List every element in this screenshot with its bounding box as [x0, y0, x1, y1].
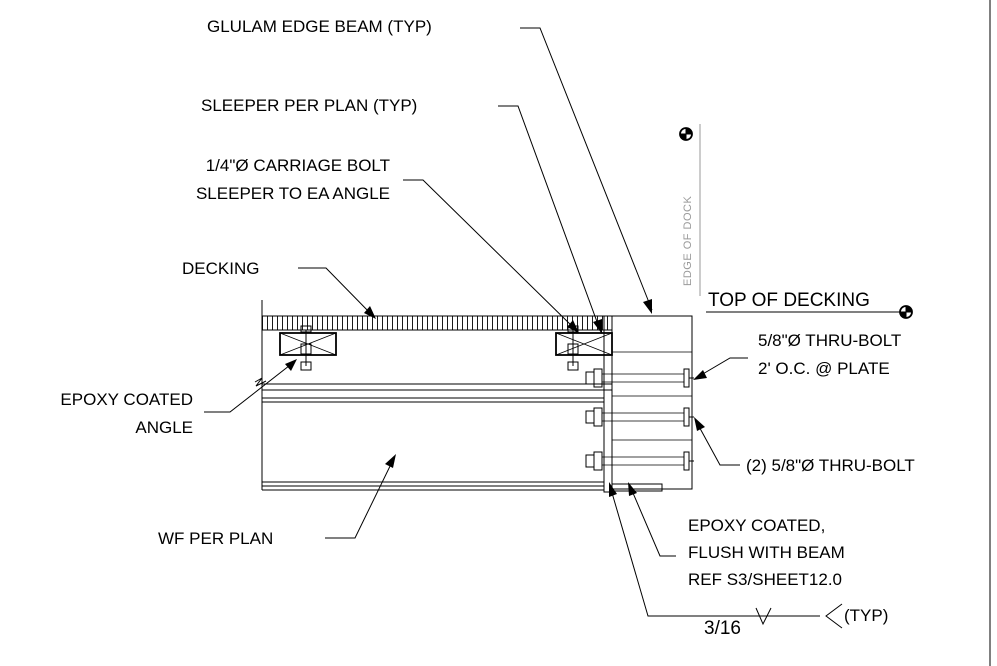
leader-thru-bolt-upper — [695, 357, 748, 379]
thru-bolt-pair-label: (2) 5/8"Ø THRU-BOLT — [746, 456, 915, 475]
weld-tail-icon — [825, 603, 843, 629]
arrowhead-icon — [364, 306, 376, 319]
edge-of-dock-label: EDGE OF DOCK — [682, 195, 694, 286]
leader-epoxy-plate — [629, 485, 676, 557]
sleeper-label: SLEEPER PER PLAN (TYP) — [201, 96, 417, 115]
arrowhead-icon — [643, 299, 652, 314]
thru-bolt-upper — [585, 368, 694, 388]
weld-size-label: 3/16 — [704, 618, 741, 639]
arrowhead-icon — [385, 454, 396, 468]
thru-bolt-lower — [585, 451, 694, 471]
weld-note-label: (TYP) — [844, 606, 888, 625]
arrowhead-icon — [285, 359, 297, 371]
arrowhead-icon — [693, 370, 707, 380]
leader-epoxy-angle — [204, 361, 295, 413]
arrowhead-icon — [628, 482, 637, 496]
leader-thru-bolt-pair — [695, 420, 740, 466]
embed-plate — [611, 483, 663, 492]
glulam-label: GLULAM EDGE BEAM (TYP) — [207, 17, 432, 36]
carriage-bolt-left — [300, 325, 312, 371]
leader-wf — [325, 457, 395, 539]
leader-decking — [298, 267, 374, 317]
arrowhead-icon — [567, 320, 579, 333]
thru-bolt-middle — [585, 407, 694, 427]
epoxy-angle-label-line2: ANGLE — [135, 418, 193, 437]
bolt-label-line2: SLEEPER TO EA ANGLE — [196, 184, 390, 203]
leader-weld — [609, 485, 820, 617]
top-of-decking-datum — [706, 305, 913, 319]
bolt-label-line1: 1/4"Ø CARRIAGE BOLT — [206, 156, 390, 175]
weld-fillet-icon — [755, 607, 772, 626]
epoxy-plate-label-line1: EPOXY COATED, — [688, 516, 825, 535]
epoxy-plate-label-line3: REF S3/SHEET12.0 — [688, 570, 842, 589]
wf-label: WF PER PLAN — [158, 529, 273, 548]
thru-bolt-label-line2: 2' O.C. @ PLATE — [758, 359, 890, 378]
arrowhead-icon — [593, 319, 602, 334]
break-symbol — [254, 377, 267, 387]
leader-sleeper — [498, 105, 601, 331]
arrowhead-icon — [609, 482, 617, 497]
edge-of-dock-line — [679, 124, 701, 296]
top-of-decking-label: TOP OF DECKING — [708, 290, 870, 311]
leader-glulam — [520, 27, 653, 311]
epoxy-plate-label-line2: FLUSH WITH BEAM — [688, 543, 845, 562]
decking — [261, 315, 613, 331]
wf-beam — [262, 397, 604, 491]
leader-carriage-bolt — [403, 179, 577, 331]
arrowhead-icon — [694, 417, 705, 431]
end-plate — [603, 315, 613, 493]
epoxy-angle-label-line1: EPOXY COATED — [60, 390, 193, 409]
decking-label: DECKING — [182, 259, 259, 278]
thru-bolt-label-line1: 5/8"Ø THRU-BOLT — [758, 331, 901, 350]
glulam-edge-beam — [611, 315, 693, 490]
